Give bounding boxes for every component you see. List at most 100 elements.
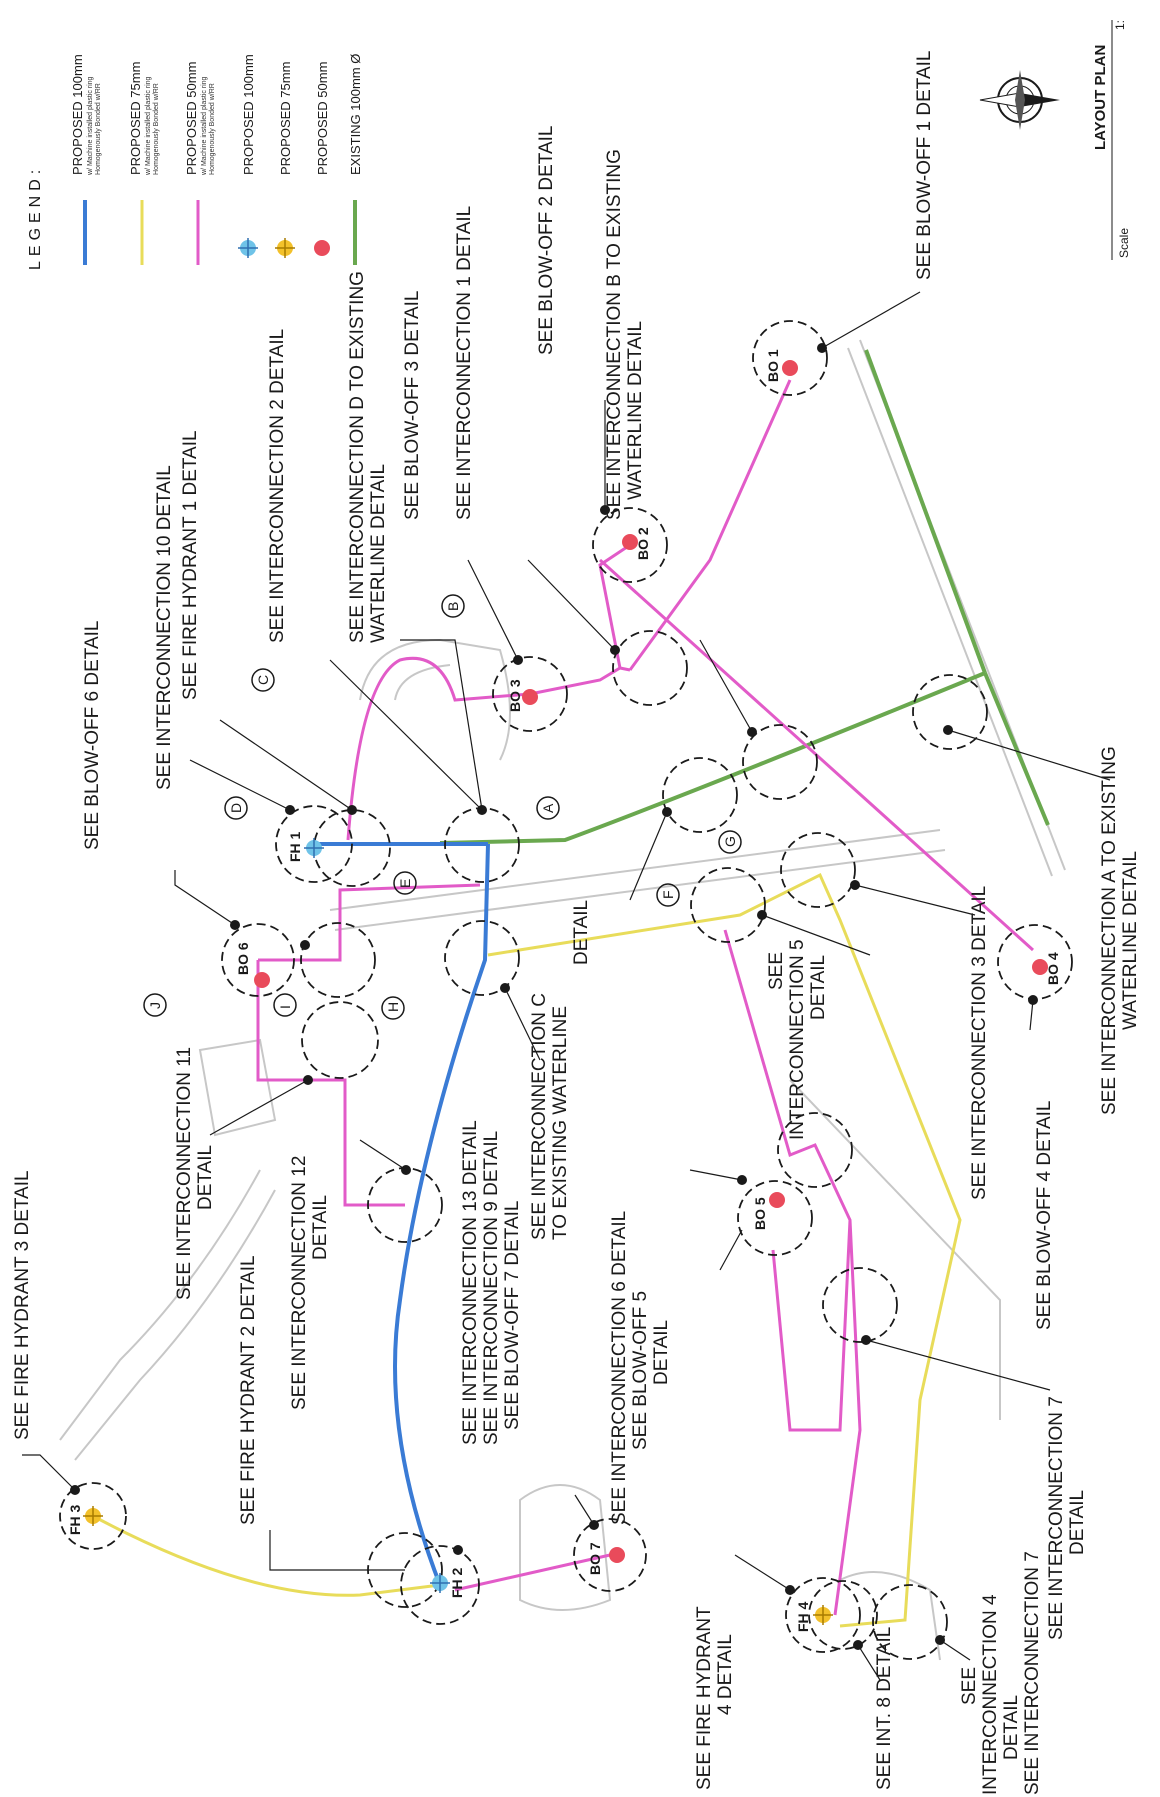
callout-ica-1: SEE INTERCONNECTION A TO EXISTING	[1099, 746, 1120, 1115]
legend-label-3: PROPOSED 100mm	[241, 54, 256, 175]
callout-bo6: SEE BLOW-OFF 6 DETAIL	[82, 621, 103, 850]
circle-ic6	[777, 1112, 853, 1188]
callout-bo3: SEE BLOW-OFF 3 DETAIL	[402, 291, 423, 520]
leader-bo5	[719, 1229, 743, 1271]
circle-ic1	[612, 630, 688, 706]
pipe-50-west-loop	[256, 960, 405, 1207]
legend-sub-0b: Homogenously Bonded w/RR	[95, 83, 102, 175]
section-letter-e: E	[397, 879, 413, 888]
callout-ic12-1: SEE INTERCONNECTION 12	[289, 1156, 310, 1410]
section-marker-e	[393, 871, 417, 895]
callout-fh4-1: SEE FIRE HYDRANT	[694, 1606, 715, 1790]
circle-bo2	[592, 507, 668, 583]
blowoff-marker-bo3	[522, 689, 538, 705]
leader-icc	[629, 811, 668, 901]
legend-label-4: PROPOSED 75mm	[278, 62, 293, 175]
leader-icb	[699, 639, 753, 733]
leader-ic11	[209, 1079, 309, 1136]
section-letter-c: C	[255, 675, 271, 685]
section-letter-d: D	[228, 803, 244, 813]
blowoff-marker-bo5	[769, 1192, 785, 1208]
pipe-50-west-branch	[258, 883, 481, 962]
hydrant-marker-fh4	[813, 1605, 833, 1625]
leader-fh3	[22, 1454, 76, 1491]
blowoff-marker-bo1	[782, 360, 798, 376]
hydrant-cross	[304, 838, 324, 858]
node-label-bo2: BO 2	[635, 527, 651, 560]
circle-bo5	[737, 1180, 813, 1256]
callout-ic5-3: DETAIL	[808, 955, 829, 1020]
node-label-bo7: BO 7	[587, 1542, 603, 1575]
circle-fh3	[59, 1482, 127, 1550]
leader-ic4	[939, 1639, 971, 1661]
pipe-50-bo1-run	[628, 379, 792, 671]
pipe-50-bo7-run	[454, 1553, 611, 1592]
legend-sub-1b: Homogenously Bonded w/RR	[153, 83, 160, 175]
hydrant-cross	[430, 1573, 450, 1593]
callout-fh1: SEE FIRE HYDRANT 1 DETAIL	[180, 430, 201, 700]
section-marker-f	[656, 883, 680, 907]
legend-label-1: PROPOSED 75mm	[128, 62, 143, 175]
compass-needle-cross	[1015, 70, 1025, 130]
road-central-edge-2	[334, 849, 946, 931]
leader-bo4	[1029, 999, 1034, 1031]
hydrant-cross	[813, 1605, 833, 1625]
node-label-bo6: BO 6	[235, 942, 251, 975]
layout-plan-scale-value: 1:	[1113, 20, 1127, 30]
existing-pipe-main	[439, 671, 986, 845]
road-outlines	[59, 339, 1066, 1661]
node-label-fh4: FH 4	[795, 1601, 811, 1632]
callout-ic12-2: DETAIL	[310, 1195, 331, 1260]
callout-icc-3: DETAIL	[571, 900, 592, 965]
callout-ic2: SEE INTERCONNECTION 2 DETAIL	[267, 329, 288, 643]
callout-bo5-2: DETAIL	[651, 1320, 672, 1385]
callout-fh2: SEE FIRE HYDRANT 2 DETAIL	[238, 1255, 259, 1525]
legend-title: LEGEND:	[27, 165, 44, 270]
callout-ic7-1: SEE INTERCONNECTION 7	[1046, 1396, 1067, 1640]
road-upper-loop	[359, 638, 511, 761]
section-marker-j	[143, 993, 167, 1017]
north-arrow-icon	[979, 70, 1060, 130]
leader-fh1	[219, 719, 353, 811]
callout-bo1: SEE BLOW-OFF 1 DETAIL	[914, 51, 935, 280]
circle-icb	[742, 724, 818, 800]
callout-icc-1: SEE INTERCONNECTION C	[529, 993, 550, 1240]
callout-ic5-2: INTERCONNECTION 5	[787, 939, 808, 1140]
callout-ic9: SEE INTERCONNECTION 9 DETAIL	[481, 1131, 502, 1445]
circle-ic8	[808, 1580, 878, 1650]
circle-ic3-a	[690, 867, 766, 943]
circle-ica	[912, 674, 988, 750]
road-upper-loop-2	[394, 664, 451, 701]
leader-ic12	[359, 1139, 407, 1171]
layout-plan-title: LAYOUT PLAN	[1092, 45, 1109, 150]
blowoff-marker-bo7	[609, 1547, 625, 1563]
node-label-fh1: FH 1	[287, 831, 303, 862]
callout-int8: SEE INT. 8 DETAIL	[874, 1627, 895, 1790]
circle-ic11	[301, 1001, 379, 1079]
callout-labels: SEE FIRE HYDRANT 3 DETAIL SEE BLOW-OFF 6…	[12, 51, 1141, 1795]
pipe-50-bo3-run	[529, 666, 631, 696]
leader-dots	[70, 343, 1038, 1650]
circle-ic3-b	[822, 1267, 898, 1343]
dot	[453, 1545, 463, 1555]
dot	[300, 940, 310, 950]
leader-bo6	[174, 870, 236, 926]
section-marker-i	[273, 993, 297, 1017]
callout-ic4-4: SEE INTERCONNECTION 7	[1022, 1551, 1043, 1795]
node-label-fh3: FH 3	[67, 1504, 83, 1535]
layout-plan-scale-label: Scale	[1117, 228, 1131, 258]
section-letters: A B C D E F G H I J	[147, 602, 738, 1012]
callout-bo4: SEE BLOW-OFF 4 DETAIL	[1034, 1101, 1055, 1330]
callout-ic3: SEE INTERCONNECTION 3 DETAIL	[969, 886, 990, 1200]
node-label-bo5: BO 5	[752, 1197, 768, 1230]
road-left-block	[198, 1038, 277, 1137]
road-lower-edge	[789, 1079, 1001, 1420]
section-letter-h: H	[385, 1002, 401, 1012]
leader-fh2	[269, 1530, 405, 1571]
circle-ic13	[444, 920, 520, 996]
road-bottom-loop	[519, 1484, 612, 1611]
interconnection-circles	[59, 320, 1073, 1660]
callout-bo2: SEE BLOW-OFF 2 DETAIL	[536, 126, 557, 355]
leader-fh4	[734, 1554, 791, 1591]
callout-ic7-2: DETAIL	[1067, 1490, 1088, 1555]
